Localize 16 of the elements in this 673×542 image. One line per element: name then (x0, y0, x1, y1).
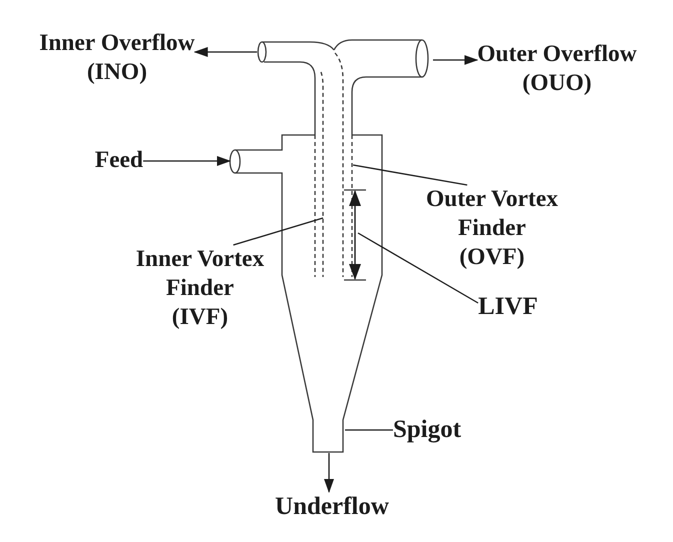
leader-line (233, 217, 324, 246)
arrow (194, 47, 257, 57)
part-label: Inner Vortex Finder (IVF) (136, 245, 264, 332)
part-label: Inner Overflow (INO) (39, 29, 195, 87)
leader-line (358, 232, 478, 304)
part-label: LIVF (478, 292, 538, 321)
part-label: Outer Vortex Finder (OVF) (426, 185, 558, 272)
part-label: Feed (94, 146, 144, 175)
arrow (324, 453, 334, 493)
leader-line (352, 164, 468, 186)
leader-line (345, 429, 393, 431)
arrow (143, 156, 231, 166)
arrow (433, 55, 478, 65)
part-label: Spigot (392, 415, 462, 444)
part-label: Underflow (275, 492, 389, 521)
part-label: Outer Overflow (OUO) (477, 40, 637, 98)
